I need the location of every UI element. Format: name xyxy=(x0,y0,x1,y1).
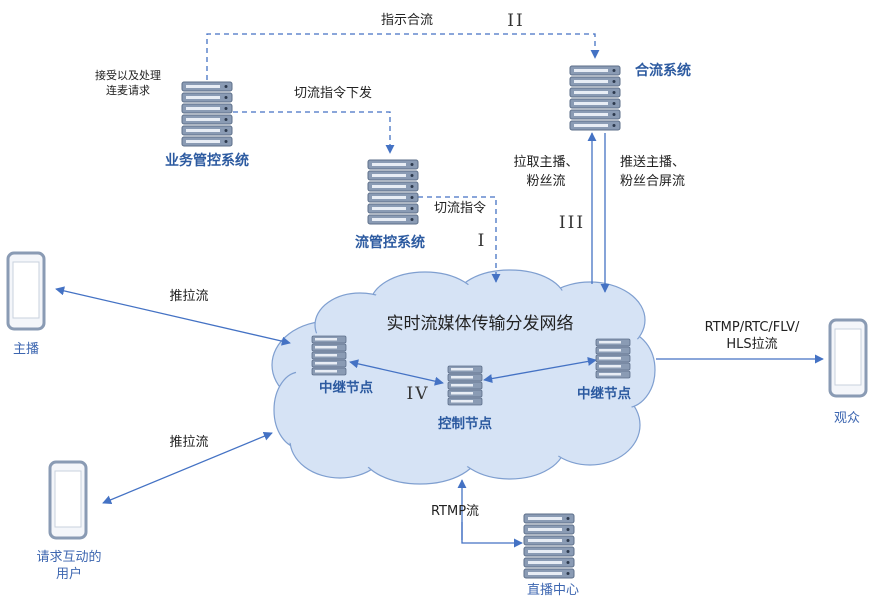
requesting-user-label-2: 用户 xyxy=(56,566,82,582)
control-node-label: 控制节点 xyxy=(438,415,492,432)
live-center-server-icon xyxy=(523,513,575,579)
stream-control-label: 流管控系统 xyxy=(355,234,425,251)
live-center-label: 直播中心 xyxy=(527,583,579,598)
indicate-mixing-label: 指示合流 xyxy=(381,13,433,28)
step-iv-label: IV xyxy=(407,384,430,404)
requesting-user-label-1: 请求互动的 xyxy=(36,549,101,565)
relay-node-right-label: 中继节点 xyxy=(577,385,631,402)
pull-streams-label-2: 粉丝流 xyxy=(526,174,565,189)
host-push-pull-label: 推拉流 xyxy=(169,289,208,304)
indicate-mixing-line xyxy=(206,33,600,80)
audience-label: 观众 xyxy=(834,411,860,426)
relay-node-left-server-icon xyxy=(311,335,347,376)
stream-control-server-icon xyxy=(367,159,419,225)
step-i-label: I xyxy=(478,231,487,251)
relay-node-left-label: 中继节点 xyxy=(319,379,373,396)
pull-protocols-label-1: RTMP/RTC/FLV/ xyxy=(705,320,800,335)
relay-node-right-server-icon xyxy=(595,338,631,379)
host-phone-icon xyxy=(6,251,46,331)
cloud-title: 实时流媒体传输分发网络 xyxy=(387,314,574,334)
business-control-note-1: 接受以及处理 xyxy=(95,69,161,82)
user-push-pull-arrow xyxy=(102,431,273,505)
relay-left-control-link xyxy=(349,359,444,386)
business-control-note-2: 连麦请求 xyxy=(106,84,150,97)
rtmp-to-live-center-arrow xyxy=(461,522,523,548)
business-control-label: 业务管控系统 xyxy=(165,152,249,169)
mixing-server-icon xyxy=(569,65,621,131)
switch-command-label: 切流指令 xyxy=(434,201,486,216)
user-push-pull-label: 推拉流 xyxy=(169,435,208,450)
push-streams-label-2: 粉丝合屏流 xyxy=(620,174,685,189)
switch-command-issue-line xyxy=(233,111,395,154)
control-relay-right-link xyxy=(483,356,597,384)
user-phone-icon xyxy=(48,460,88,540)
switch-command-issue-label: 切流指令下发 xyxy=(294,85,372,101)
mixing-system-label: 合流系统 xyxy=(635,62,691,79)
control-node-server-icon xyxy=(447,365,483,406)
host-push-pull-arrow xyxy=(55,286,291,346)
host-label: 主播 xyxy=(13,342,39,357)
business-control-server-icon xyxy=(181,81,233,147)
rtmp-stream-label: RTMP流 xyxy=(431,504,479,519)
step-ii-label: II xyxy=(507,11,524,31)
pull-streams-label-1: 拉取主播、 xyxy=(513,155,578,170)
audience-phone-icon xyxy=(828,318,868,398)
pull-protocols-label-2: HLS拉流 xyxy=(726,337,777,352)
push-streams-label-1: 推送主播、 xyxy=(620,155,685,170)
step-iii-label: III xyxy=(559,213,585,233)
cdn-network-cloud xyxy=(271,269,656,485)
